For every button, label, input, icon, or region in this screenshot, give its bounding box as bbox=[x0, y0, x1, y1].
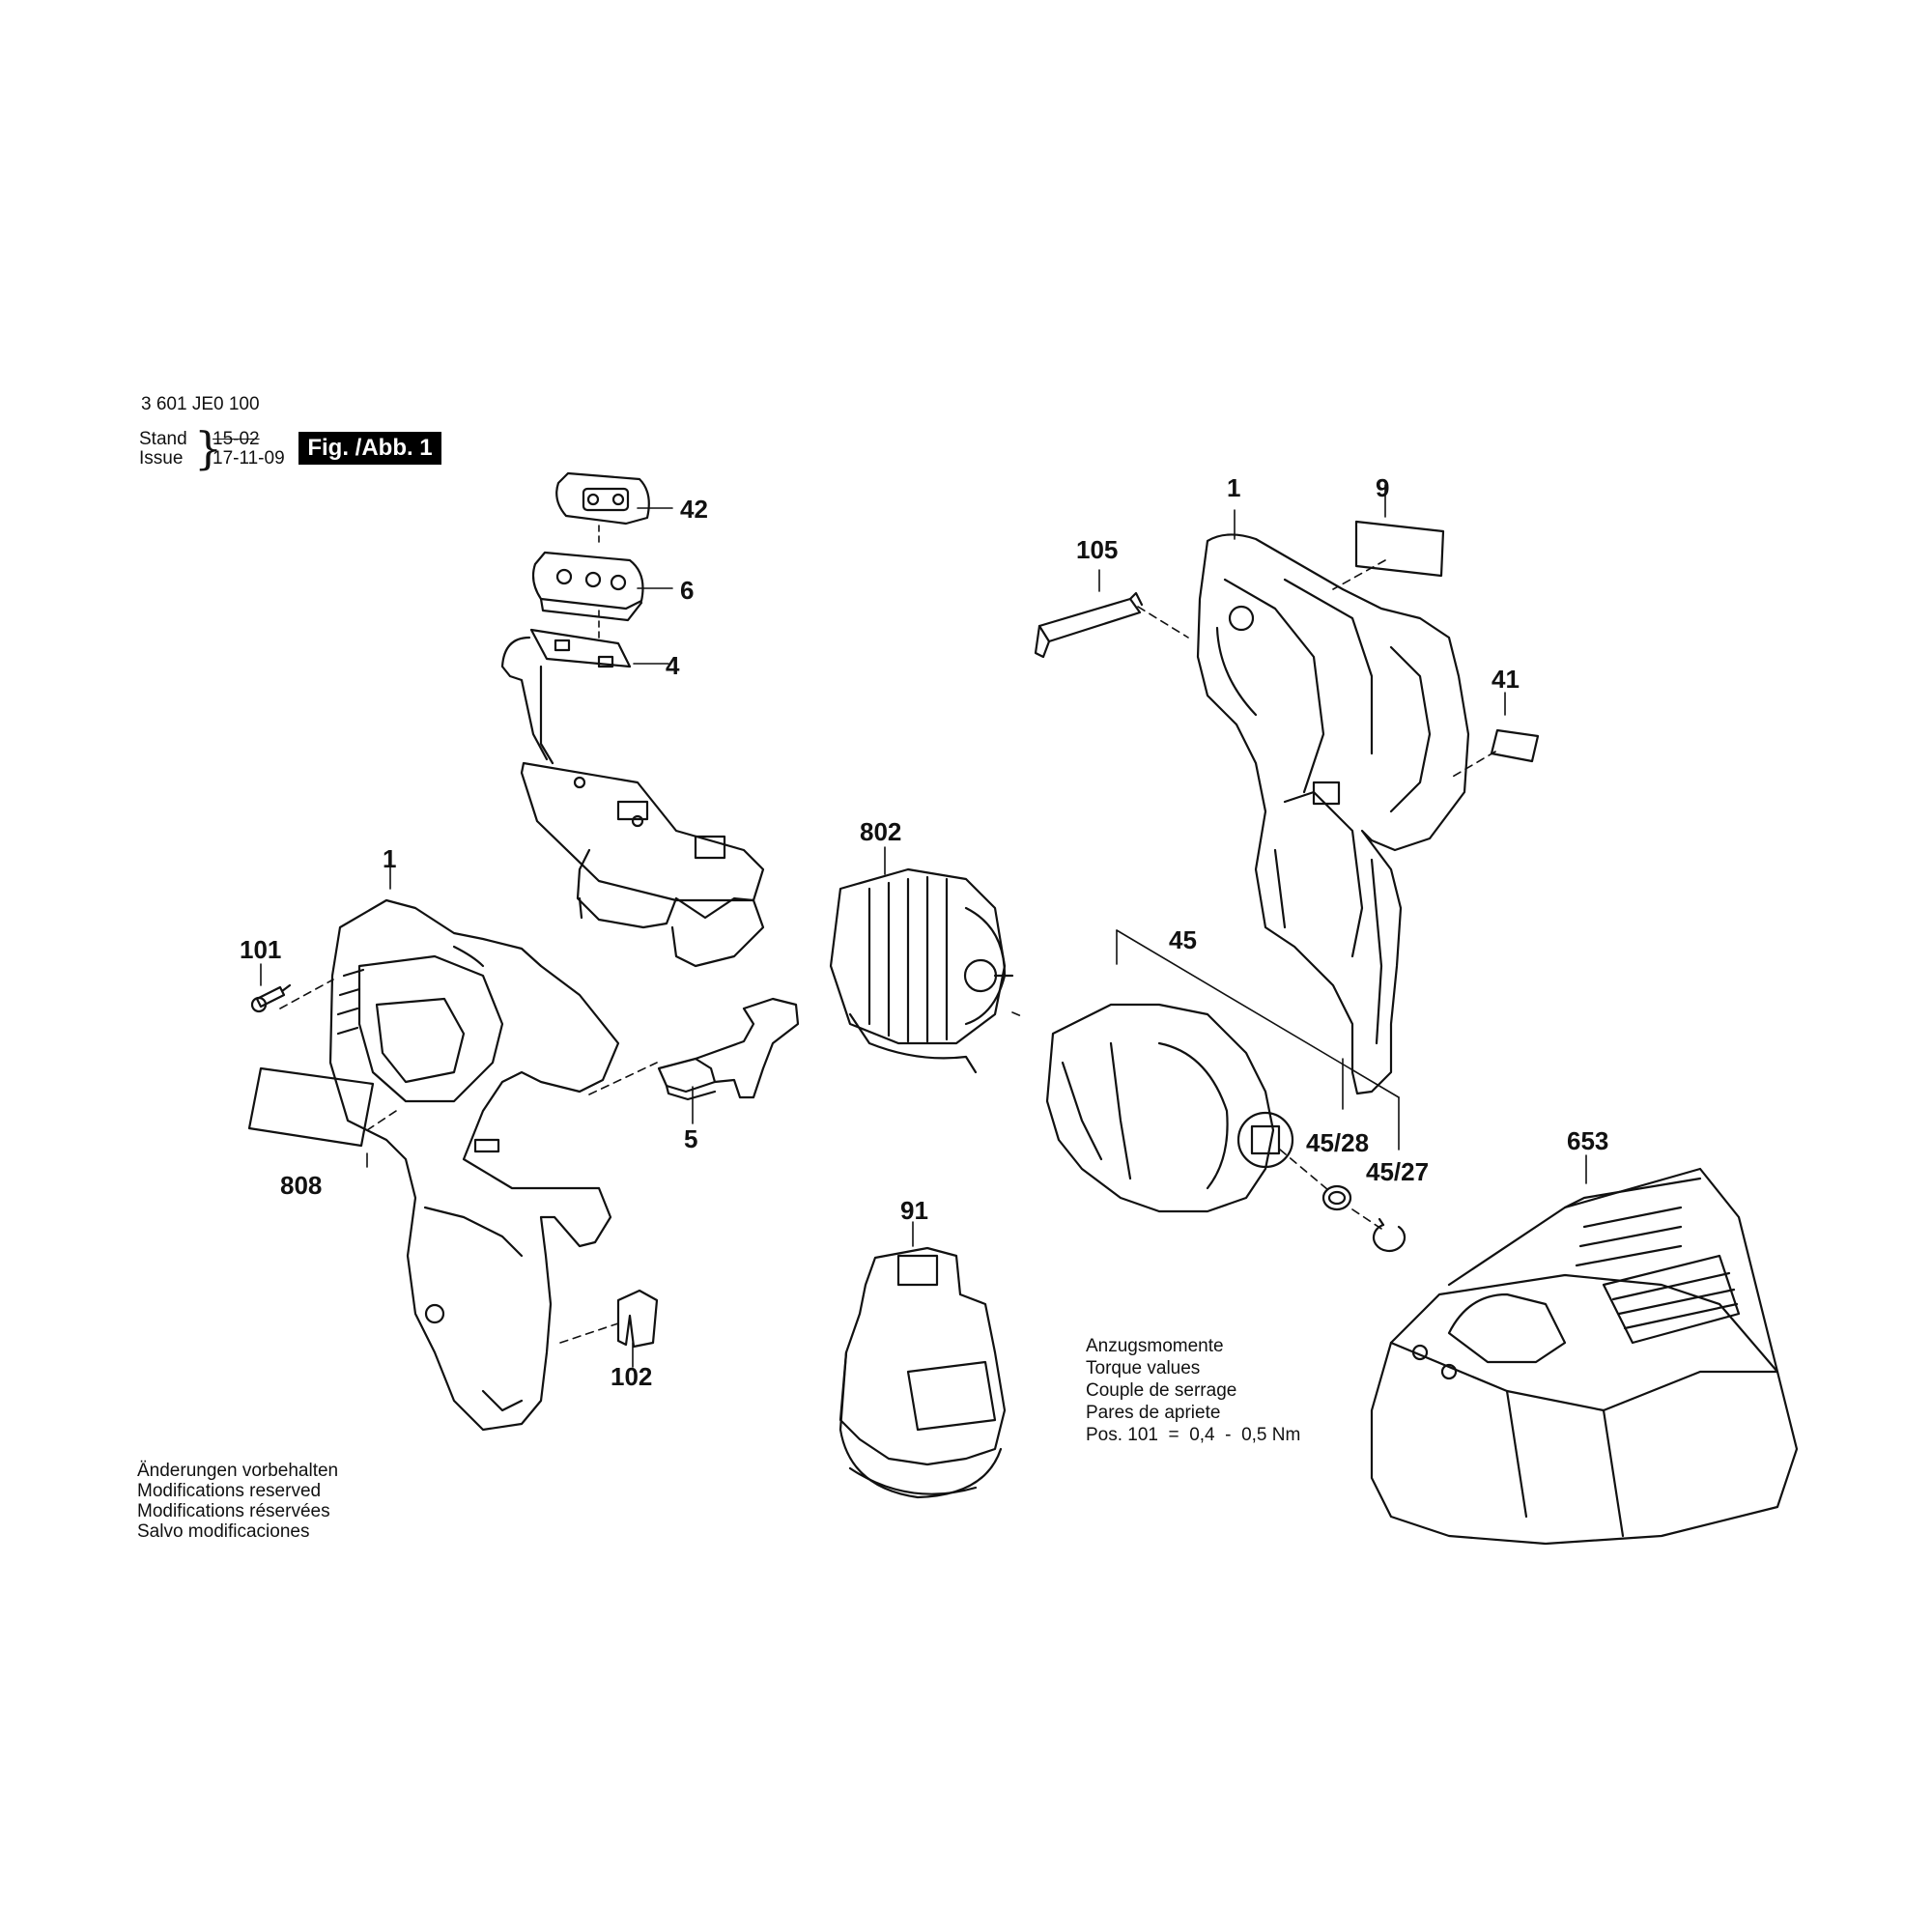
stand-date: 15-02 bbox=[213, 429, 260, 449]
part-label-91: 91 bbox=[900, 1196, 928, 1225]
part-label-45: 45 bbox=[1169, 925, 1197, 954]
torque-line-4: Pares de apriete bbox=[1086, 1403, 1221, 1423]
modifications-notes: Änderungen vorbehalten Modifications res… bbox=[137, 1461, 338, 1542]
torque-line-2: Torque values bbox=[1086, 1358, 1201, 1378]
part-45-28-ring bbox=[1321, 1184, 1352, 1211]
leader-lines bbox=[260, 484, 1587, 1368]
part-6-button-panel bbox=[531, 551, 644, 622]
part-9-label bbox=[1354, 520, 1445, 578]
part-41-small-label bbox=[1490, 728, 1540, 763]
modifications-line-3: Modifications réservées bbox=[137, 1501, 330, 1521]
part-label-105: 105 bbox=[1076, 535, 1119, 564]
torque-line-3: Couple de serrage bbox=[1086, 1380, 1237, 1401]
part-label-1-left: 1 bbox=[383, 844, 397, 873]
part-1-right-housing bbox=[1196, 533, 1470, 1095]
part-label-42: 42 bbox=[680, 495, 708, 524]
part-1-left-housing bbox=[328, 898, 620, 1432]
torque-line-5: Pos. 101 = 0,4 - 0,5 Nm bbox=[1086, 1425, 1301, 1445]
part-105-cover-strip bbox=[1034, 591, 1144, 659]
brace-icon: } bbox=[194, 422, 223, 474]
part-label-5: 5 bbox=[684, 1124, 698, 1153]
part-42-keypad-cover bbox=[555, 471, 650, 526]
part-5-direction-switch bbox=[657, 997, 800, 1101]
torque-line-1: Anzugsmomente bbox=[1086, 1336, 1224, 1356]
modifications-line-1: Änderungen vorbehalten bbox=[137, 1461, 339, 1481]
stand-label: Stand bbox=[139, 429, 187, 449]
part-label-41: 41 bbox=[1492, 665, 1520, 694]
part-number: 3 601 JE0 100 bbox=[141, 394, 260, 414]
part-653-charger bbox=[1370, 1167, 1799, 1546]
part-45-27-circlip bbox=[1372, 1217, 1406, 1253]
part-label-102: 102 bbox=[611, 1362, 653, 1391]
issue-label: Issue bbox=[139, 448, 184, 469]
part-802-motor bbox=[829, 867, 1014, 1074]
issue-date: 17-11-09 bbox=[213, 448, 285, 469]
modifications-line-2: Modifications reserved bbox=[137, 1481, 322, 1501]
part-45-gearbox bbox=[1045, 1003, 1294, 1213]
part-808-label bbox=[247, 1066, 375, 1148]
part-label-45-28: 45/28 bbox=[1306, 1128, 1370, 1157]
part-91-battery bbox=[838, 1246, 1007, 1499]
part-label-9: 9 bbox=[1376, 473, 1390, 502]
part-label-802: 802 bbox=[860, 817, 902, 846]
figure-badge: Fig. /Abb. 1 bbox=[298, 432, 441, 465]
part-101-screw bbox=[250, 983, 292, 1013]
part-label-101: 101 bbox=[240, 935, 282, 964]
part-label-1-top: 1 bbox=[1227, 473, 1241, 502]
part-label-6: 6 bbox=[680, 576, 695, 605]
part-label-4: 4 bbox=[666, 651, 680, 680]
part-label-653: 653 bbox=[1567, 1126, 1609, 1155]
part-102-clip bbox=[616, 1289, 659, 1349]
torque-notes: Anzugsmomente Torque values Couple de se… bbox=[1086, 1335, 1300, 1446]
part-4-switch-pcb bbox=[500, 628, 765, 968]
modifications-line-4: Salvo modificaciones bbox=[137, 1521, 310, 1542]
part-label-808: 808 bbox=[280, 1171, 323, 1200]
part-label-45-27: 45/27 bbox=[1366, 1157, 1430, 1186]
